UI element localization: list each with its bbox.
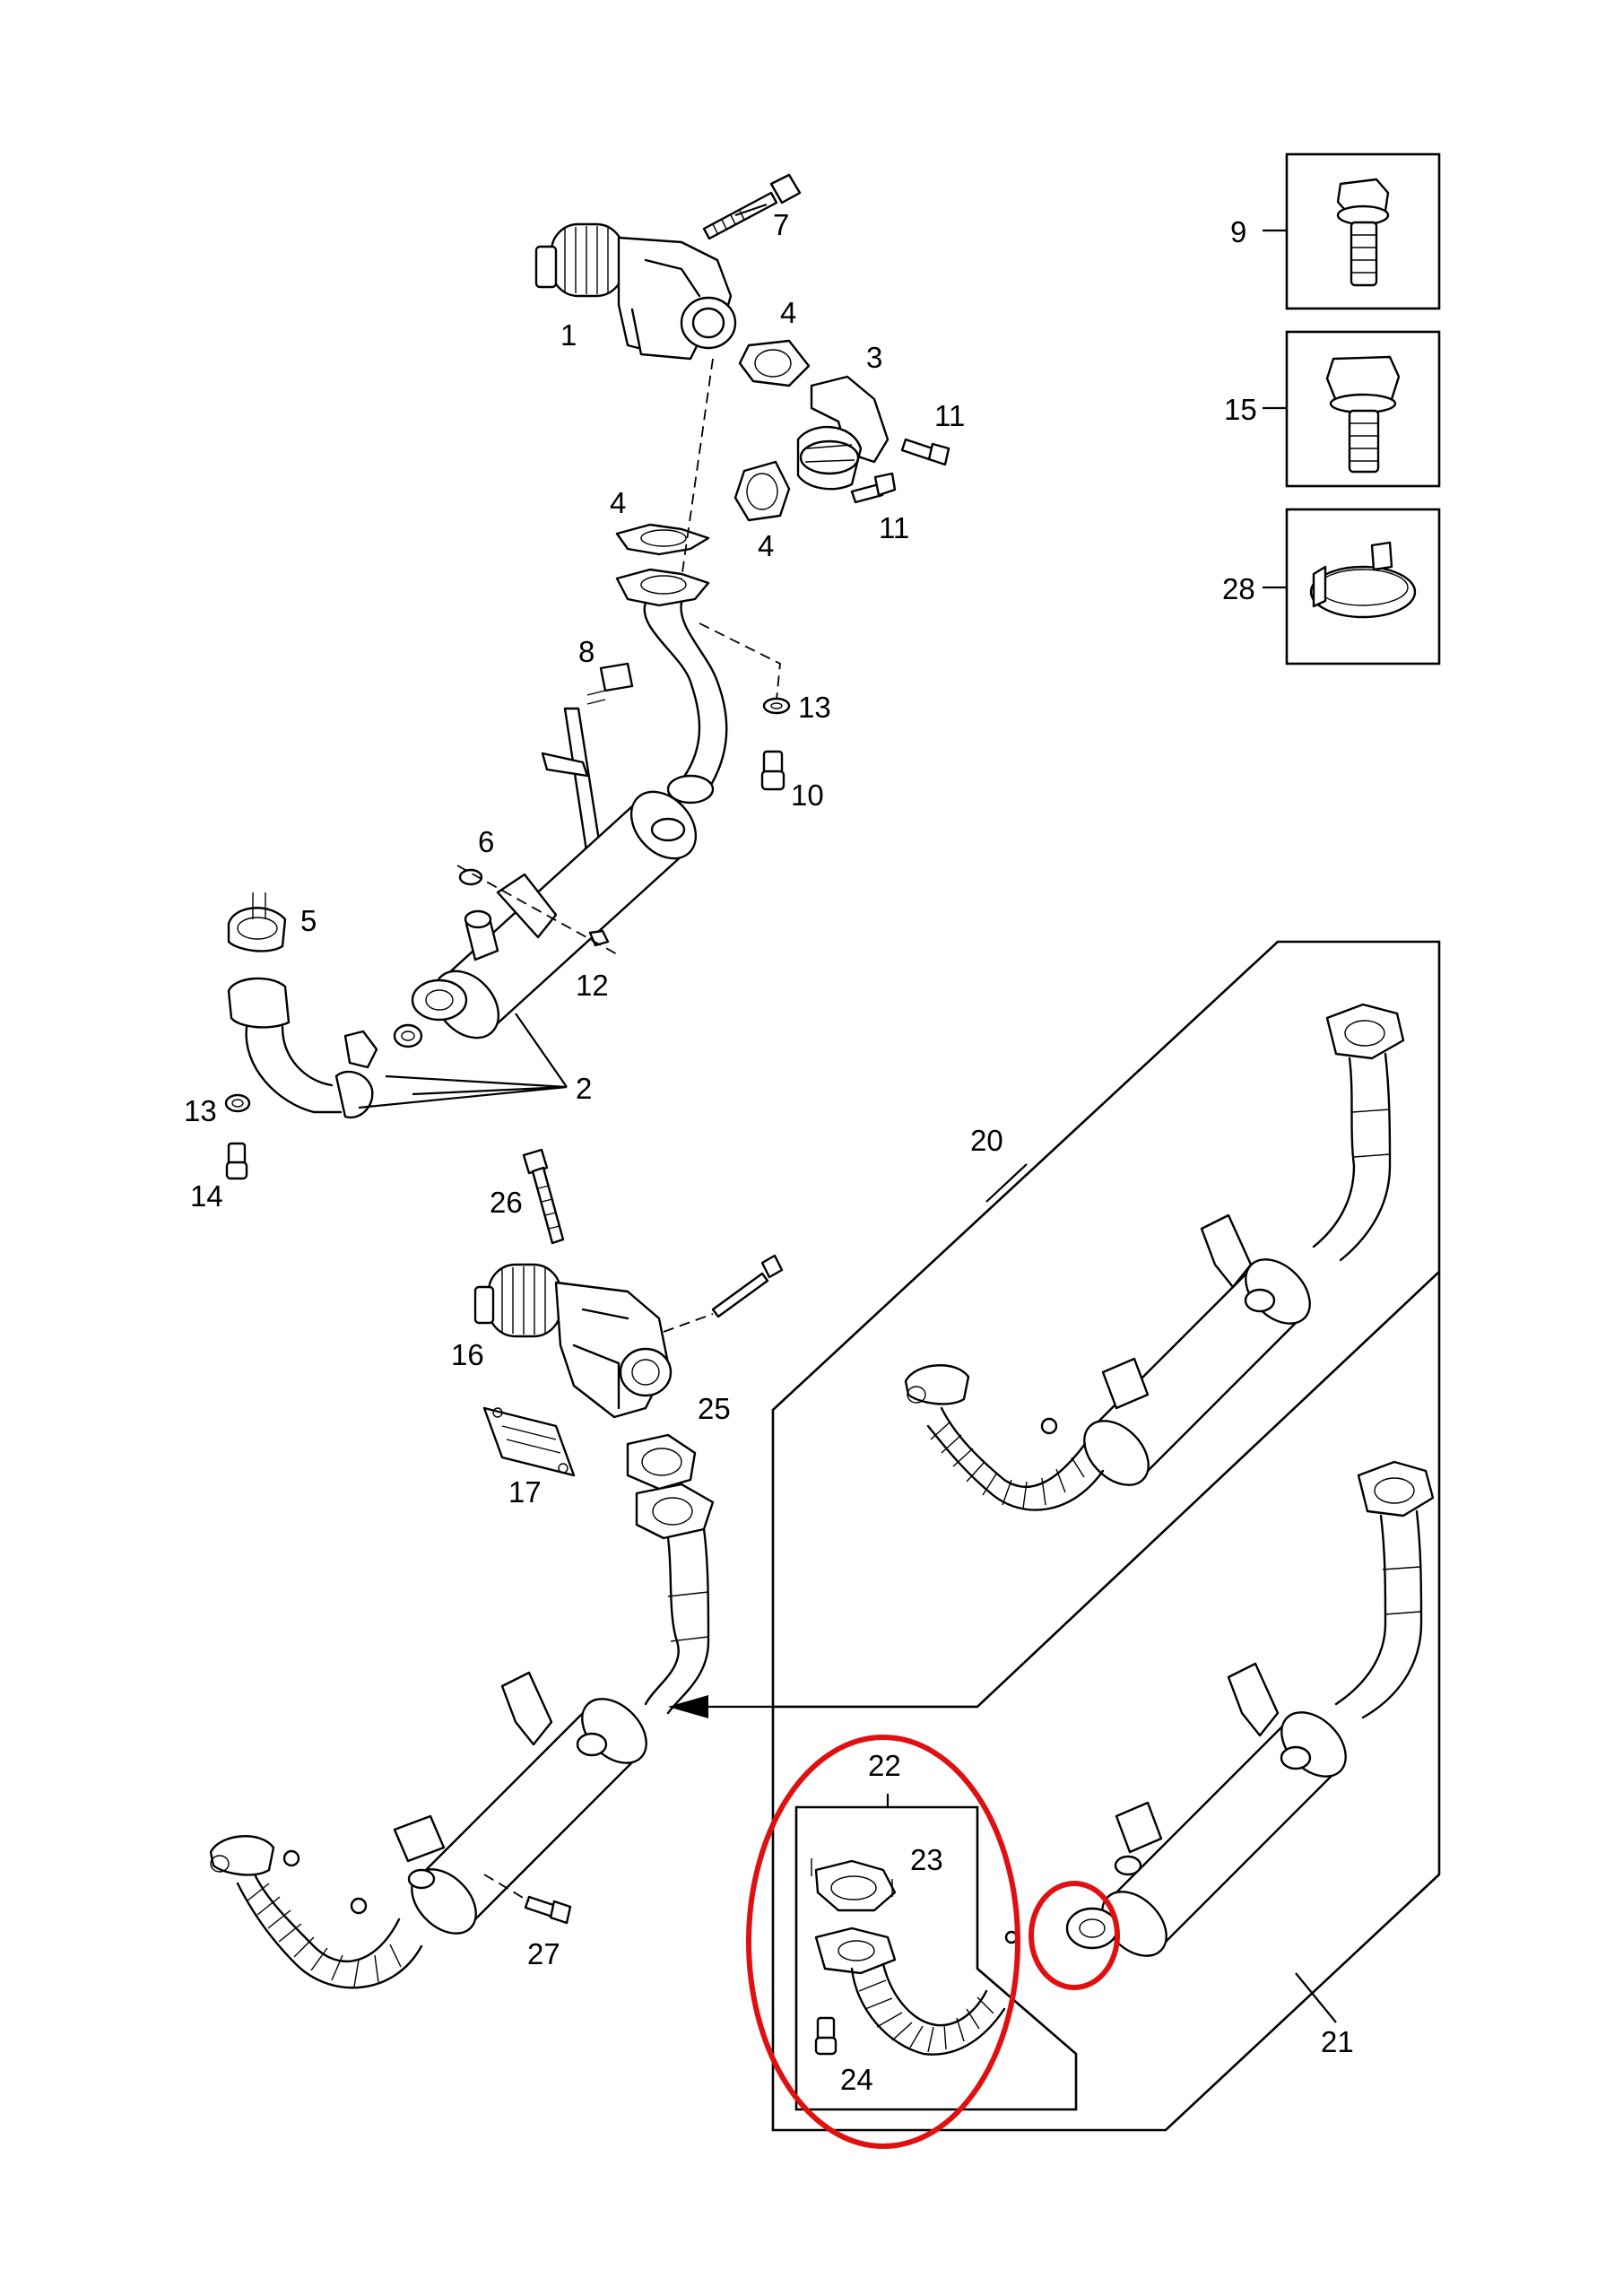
gasket-4-pipe [615, 523, 710, 556]
centerline-16-bolt [663, 1313, 714, 1333]
bolt-11-upper [900, 438, 950, 466]
leader-20 [985, 1163, 1028, 1203]
callout-15: 15 [1224, 393, 1257, 426]
callout-6: 6 [478, 825, 494, 858]
callout-16: 16 [451, 1338, 484, 1371]
box-part-15 [1285, 330, 1441, 488]
bolt-14 [225, 1142, 248, 1180]
callout-11: 11 [879, 511, 909, 544]
washer-13-lower [224, 1093, 251, 1113]
callout-27: 27 [527, 1937, 560, 1970]
elbow-pipe-3 [796, 375, 890, 491]
leader-21 [1295, 1972, 1337, 2023]
kit-20-assembly [904, 1003, 1405, 1511]
bolt-24 [814, 2016, 838, 2056]
centerline-pipe-washer [699, 622, 781, 700]
washer-6 [458, 868, 483, 886]
callout-23: 23 [910, 1843, 943, 1876]
callout-12: 12 [576, 969, 609, 1002]
callout-1: 1 [560, 318, 577, 352]
egr-cooler-lower [209, 1671, 647, 1989]
egr-pipe-lower [635, 1483, 715, 1715]
callout-17: 17 [508, 1475, 542, 1509]
gasket-23 [811, 1858, 897, 1912]
callout-3: 3 [866, 341, 882, 374]
kit-frame-21 [771, 1272, 1441, 2132]
arrow-kit-to-assembly [668, 1695, 977, 1718]
bolt-26 [522, 1148, 565, 1245]
egr-valve-upper [534, 222, 737, 361]
egr-pipe-upper [615, 568, 728, 804]
highlight-gasket [1028, 1881, 1120, 1990]
highlight-kit-22 [746, 1735, 1020, 2149]
bolt-11-lower [850, 472, 897, 504]
callout-11: 11 [934, 399, 965, 432]
callout-14: 14 [190, 1179, 223, 1213]
callout-13: 13 [184, 1094, 217, 1127]
bolt-10 [760, 750, 785, 791]
centerline-6-12 [456, 865, 620, 956]
centerline-27 [483, 1874, 530, 1902]
kit-21-assembly [1065, 1460, 1435, 1957]
bracket-8 [541, 662, 634, 858]
plate-17 [482, 1406, 576, 1477]
callout-5: 5 [300, 904, 317, 937]
callout-28: 28 [1222, 572, 1255, 605]
callout-4: 4 [780, 296, 796, 329]
bolt-16-long [711, 1254, 784, 1318]
callout-20: 20 [970, 1124, 1003, 1157]
box-part-28 [1285, 508, 1441, 665]
box-part-9 [1285, 152, 1441, 310]
clamp-5 [227, 892, 287, 952]
flex-hose-22 [814, 1926, 1019, 2056]
gasket-4-elbow [733, 460, 791, 522]
callout-4: 4 [610, 486, 626, 519]
leader-2 [358, 1013, 568, 1109]
callout-9: 9 [1230, 215, 1246, 248]
kit-frame-20 [771, 940, 1441, 1709]
centerline-valve-pipe [681, 358, 714, 579]
callout-4: 4 [758, 529, 774, 562]
callout-21: 21 [1321, 2025, 1354, 2058]
callout-22: 22 [868, 1749, 901, 1782]
bolt-27 [524, 1895, 572, 1925]
callout-24: 24 [840, 2063, 873, 2096]
callout-2: 2 [576, 1072, 592, 1105]
gasket-25 [626, 1433, 697, 1491]
callout-8: 8 [578, 635, 595, 668]
callout-10: 10 [791, 778, 824, 812]
nut-12 [588, 929, 610, 947]
gasket-4-valve [738, 339, 811, 387]
washer-13-upper [762, 697, 791, 715]
callout-26: 26 [490, 1186, 523, 1219]
callout-25: 25 [698, 1392, 731, 1425]
flex-pipe-upper [227, 977, 423, 1119]
callout-7: 7 [773, 208, 789, 241]
bolt-7 [702, 173, 802, 240]
egr-cooler-upper [411, 790, 698, 1039]
egr-valve-16 [473, 1263, 673, 1419]
kit-frame-22 [794, 1805, 1078, 2111]
callout-13: 13 [798, 691, 831, 724]
